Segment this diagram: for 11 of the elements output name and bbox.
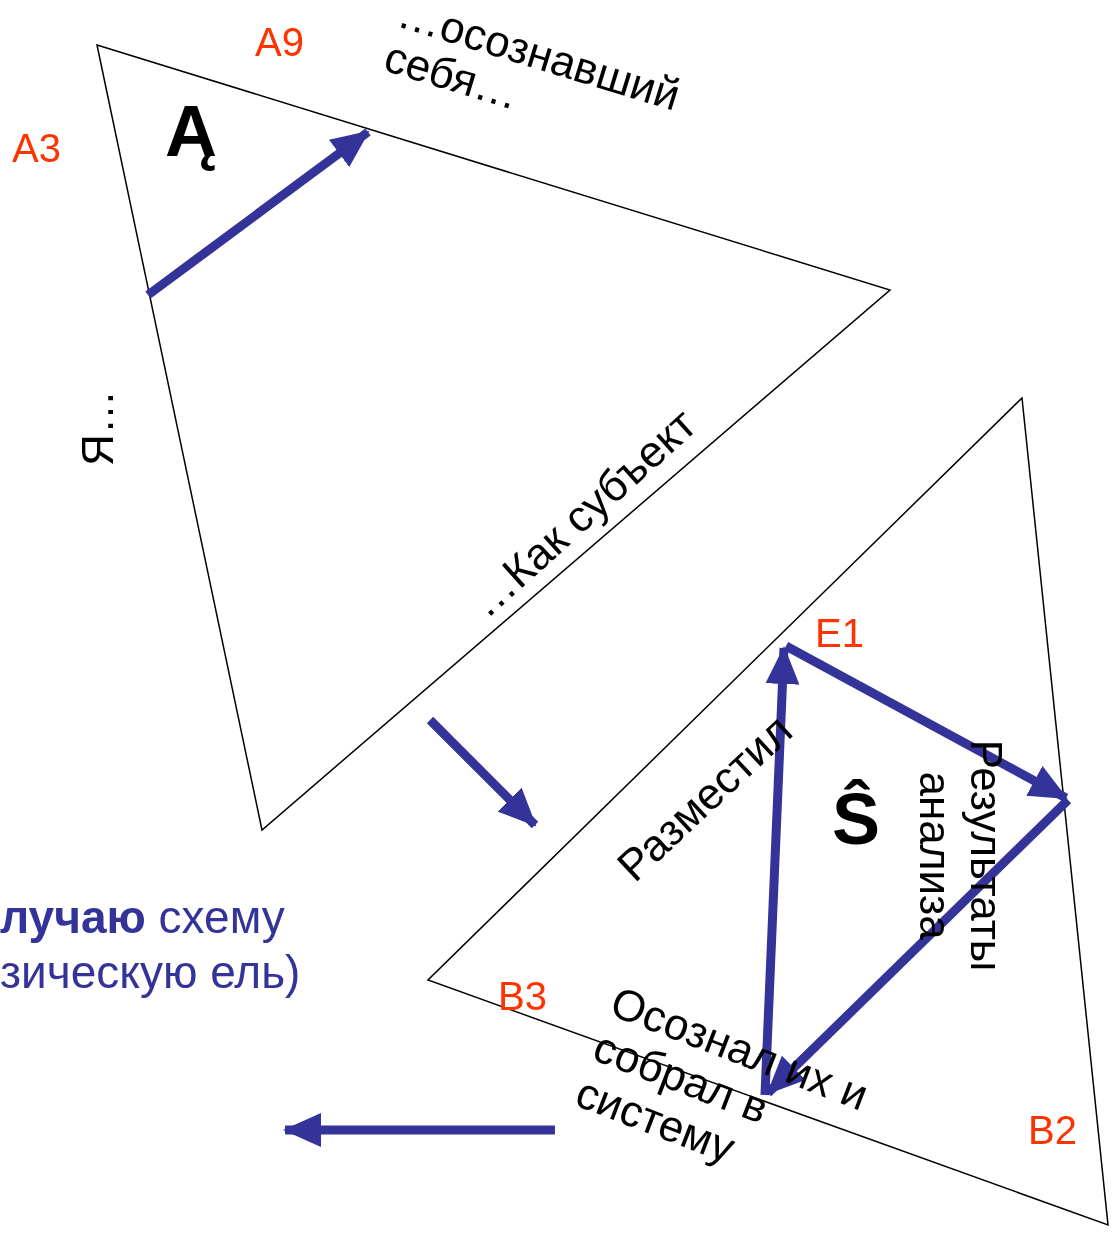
arrow-label: Результаты анализа: [910, 738, 1011, 974]
corner-label: A9: [255, 19, 304, 66]
corner-label: E1: [815, 610, 864, 657]
triangle: [428, 398, 1110, 1227]
corner-label: B2: [1028, 1107, 1077, 1154]
note-text: лучаю схему зическую ель): [0, 890, 390, 1001]
arrow: [426, 716, 539, 829]
corner-label: B3: [498, 973, 547, 1020]
side-label: Я…: [71, 390, 123, 466]
corner-label: A3: [12, 125, 61, 172]
arrow: [283, 1113, 555, 1147]
